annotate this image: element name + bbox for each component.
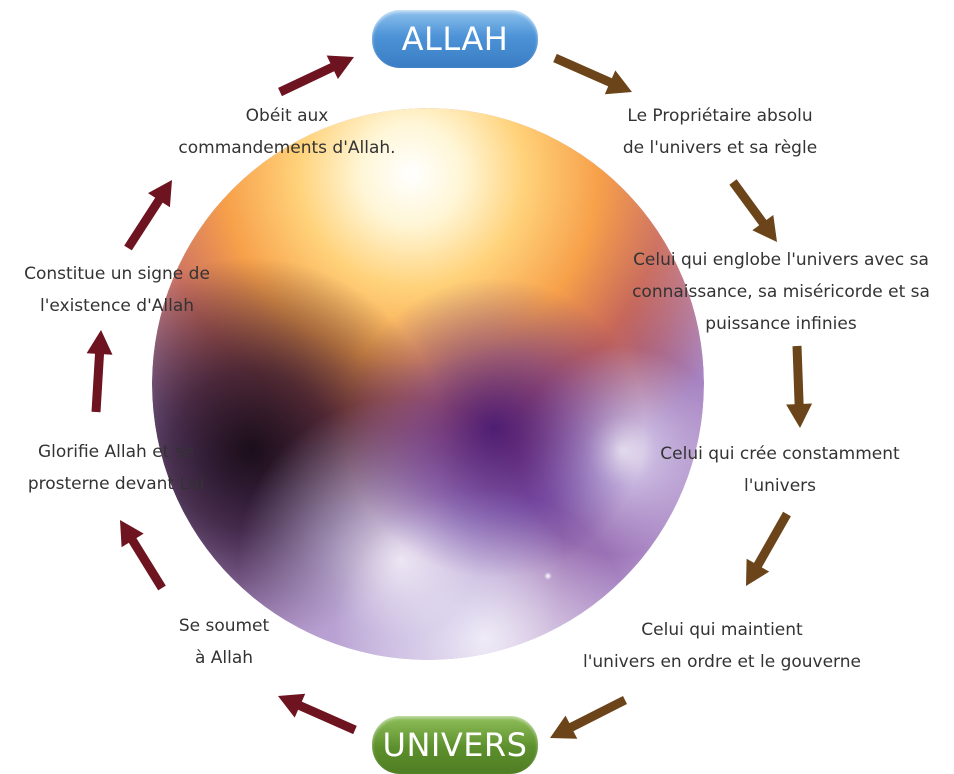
right-arrow-2 bbox=[729, 179, 777, 242]
right-arrow-4 bbox=[746, 511, 791, 586]
allah-node: ALLAH bbox=[372, 10, 538, 68]
left-arrow-2 bbox=[120, 520, 166, 591]
cosmic-sphere-image bbox=[152, 108, 704, 660]
right-arrow-5 bbox=[550, 696, 627, 739]
left-arrows-group bbox=[86, 55, 357, 735]
left-arrow-4 bbox=[124, 180, 172, 251]
star-sparkle bbox=[544, 572, 552, 580]
left-arrow-1 bbox=[278, 693, 357, 735]
left-arrow-5 bbox=[278, 55, 354, 97]
left-arrow-3 bbox=[86, 330, 113, 413]
right-arrow-1 bbox=[553, 53, 632, 95]
right-arrows-group bbox=[550, 53, 813, 739]
right-arrow-3 bbox=[786, 345, 813, 428]
univers-node: UNIVERS bbox=[372, 716, 538, 774]
